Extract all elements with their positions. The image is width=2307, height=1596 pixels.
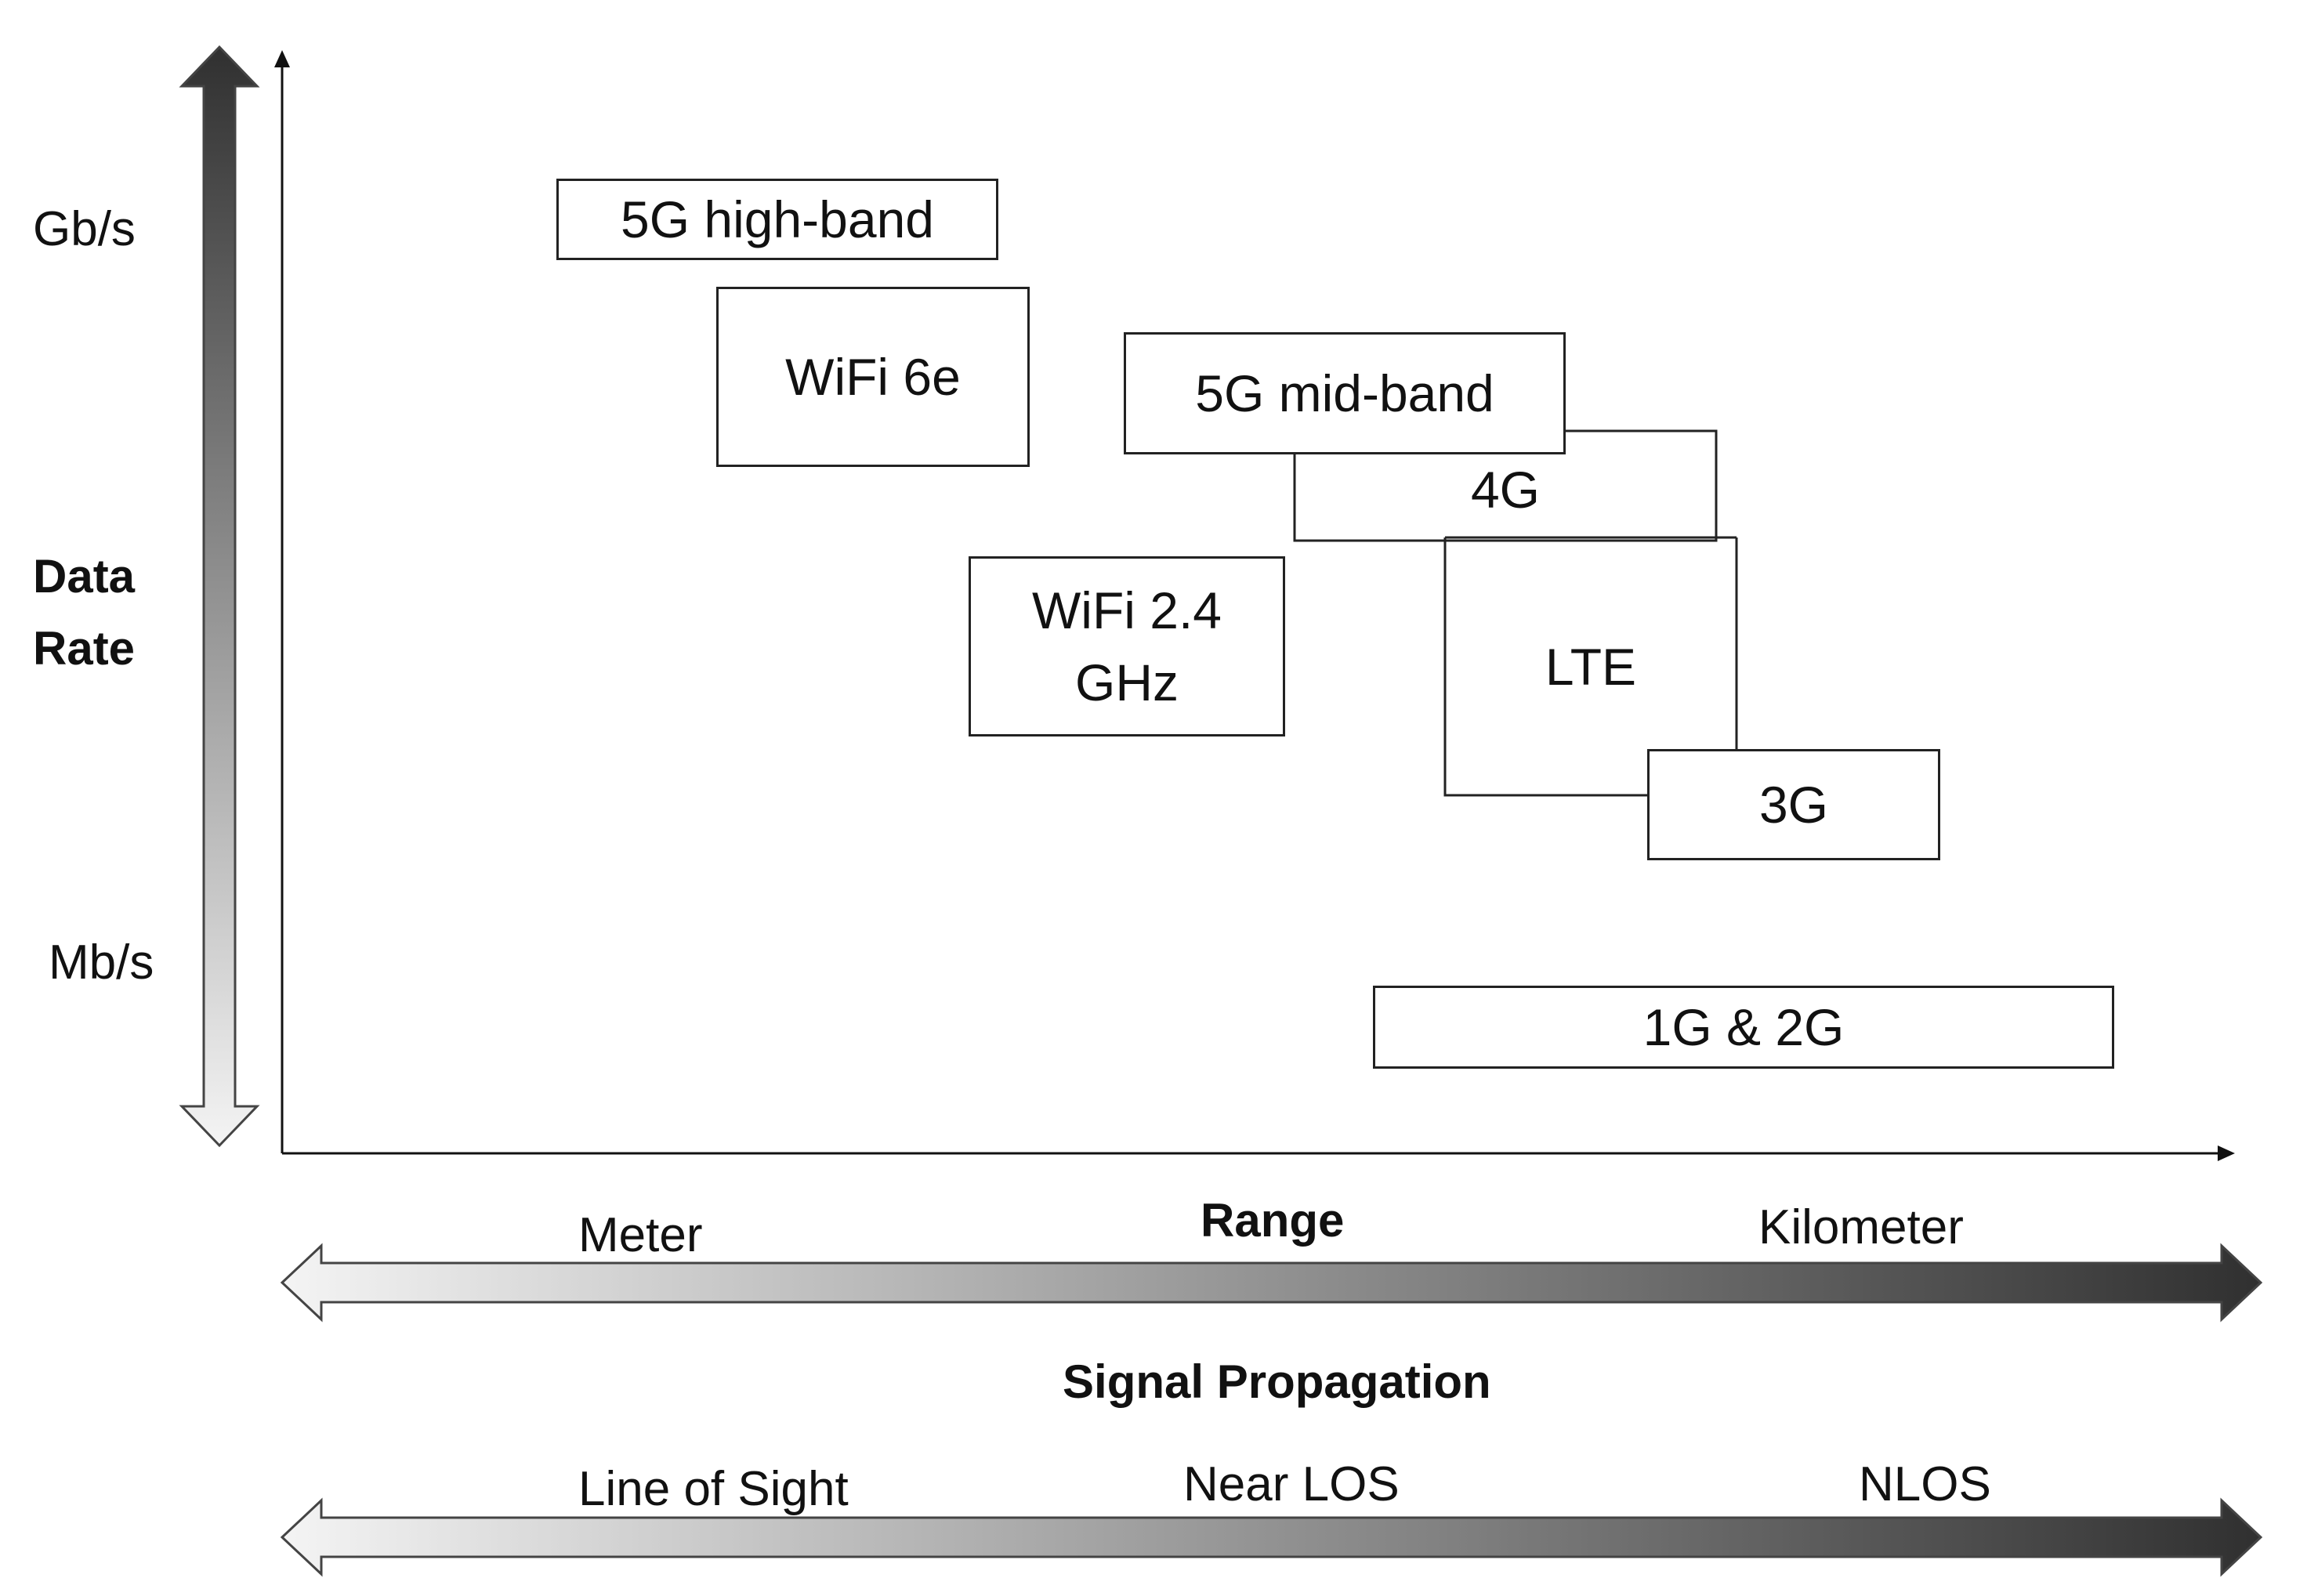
propagation-title: Signal Propagation [1063,1355,1491,1408]
range-title: Range [1201,1194,1345,1247]
box-1g-2g: 1G & 2G [1373,986,2114,1069]
y-axis-arrowhead [274,50,290,67]
propagation-left-label: Line of Sight [578,1462,849,1516]
y-axis-bottom-label: Mb/s [49,936,154,990]
y-axis-title: Data Rate [33,550,136,675]
box-5g-mid-band: 5G mid-band [1124,332,1566,454]
box-3g: 3G [1647,749,1940,860]
box-4g-label: 4G [1470,461,1541,519]
data-rate-arrow [179,45,260,1148]
box-lte-label: LTE [1545,638,1637,696]
range-arrow [280,1243,2263,1323]
range-right-label: Kilometer [1758,1200,1964,1254]
g4-box-outline [1293,429,1718,542]
lte-box-outline [1443,537,1647,797]
range-left-label: Meter [578,1208,703,1262]
propagation-middle-label: Near LOS [1183,1457,1400,1511]
propagation-arrow [280,1497,2263,1577]
box-5g-high-band: 5G high-band [556,179,998,260]
propagation-right-label: NLOS [1859,1457,1991,1511]
box-wifi-2-4ghz: WiFi 2.4 GHz [969,556,1285,736]
box-wifi-6e: WiFi 6e [716,287,1030,467]
y-axis-top-label: Gb/s [33,202,136,256]
x-axis-arrowhead [2218,1145,2235,1161]
